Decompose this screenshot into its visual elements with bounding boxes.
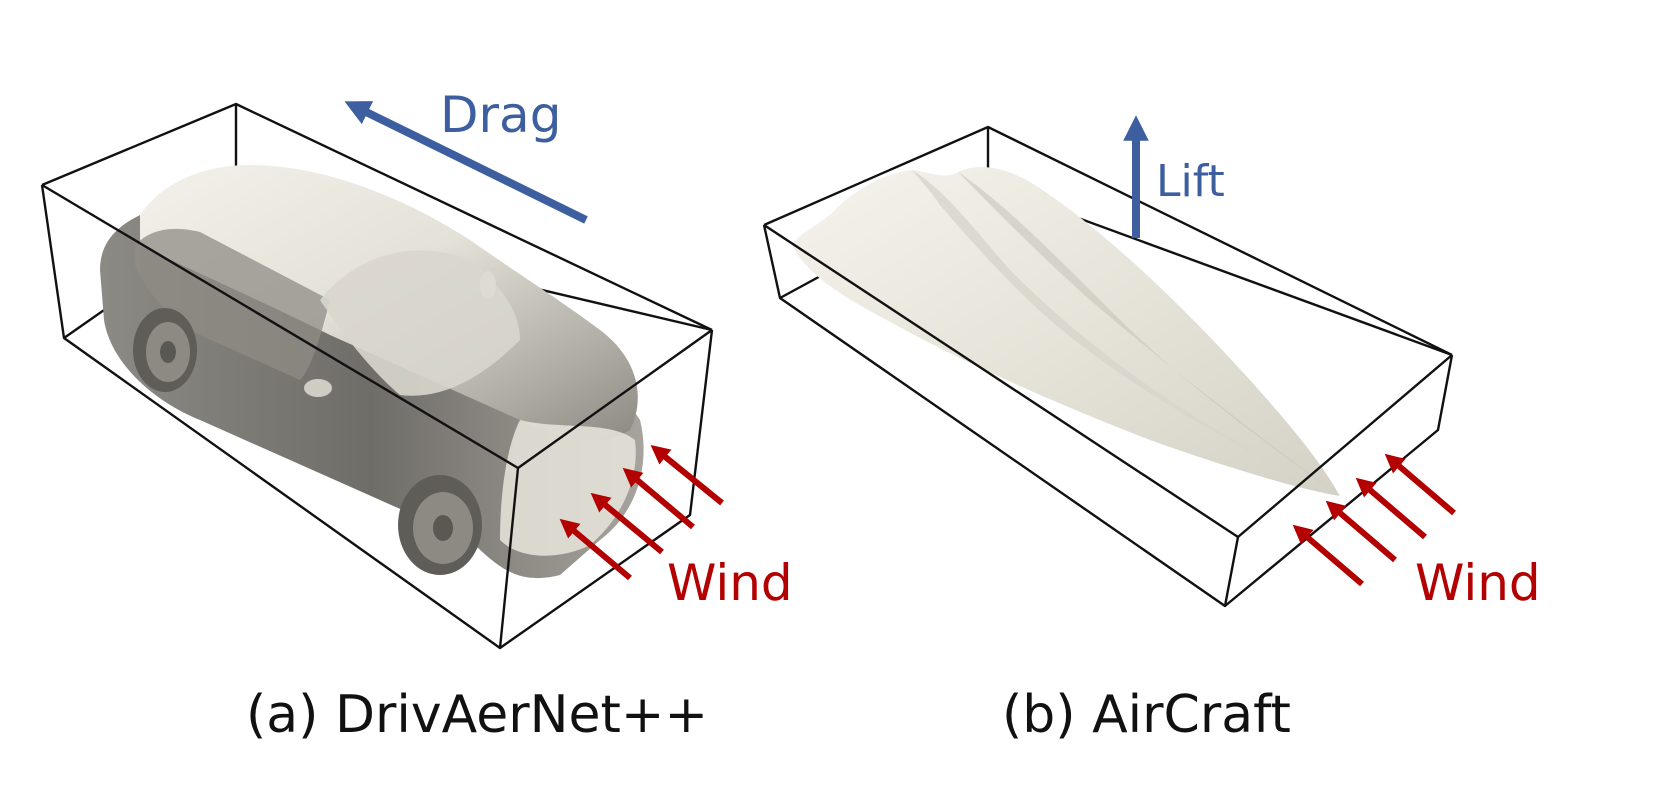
car-rear-wheel (133, 308, 197, 392)
wind-label: Wind (1415, 554, 1541, 612)
panel-drivaernet: Drag Wind (a) DrivAerNet++ (40, 86, 793, 745)
panel-caption: (a) DrivAerNet++ (246, 685, 708, 745)
panel-caption: (b) AirCraft (1002, 685, 1291, 745)
wind-arrow (1384, 453, 1456, 516)
wind-arrow (1355, 477, 1427, 540)
car-model (100, 165, 644, 579)
wind-arrow (650, 444, 724, 506)
wind-arrow (1325, 500, 1397, 563)
aircraft-wind-arrows (1292, 453, 1456, 587)
lift-label: Lift (1156, 156, 1225, 207)
panel-aircraft: Lift Wind (b) AirCraft (762, 115, 1541, 745)
aircraft-model (792, 167, 1340, 497)
drag-label: Drag (440, 86, 561, 144)
drag-arrow (344, 101, 588, 224)
wind-arrow (1292, 524, 1364, 587)
car-wind-arrows (559, 444, 724, 581)
wind-arrow (590, 492, 664, 555)
car-front-wheel (398, 475, 482, 575)
wind-label: Wind (667, 554, 793, 612)
wind-arrow (559, 518, 632, 581)
wind-arrow (622, 467, 695, 530)
car-bounding-box-front (40, 183, 714, 650)
